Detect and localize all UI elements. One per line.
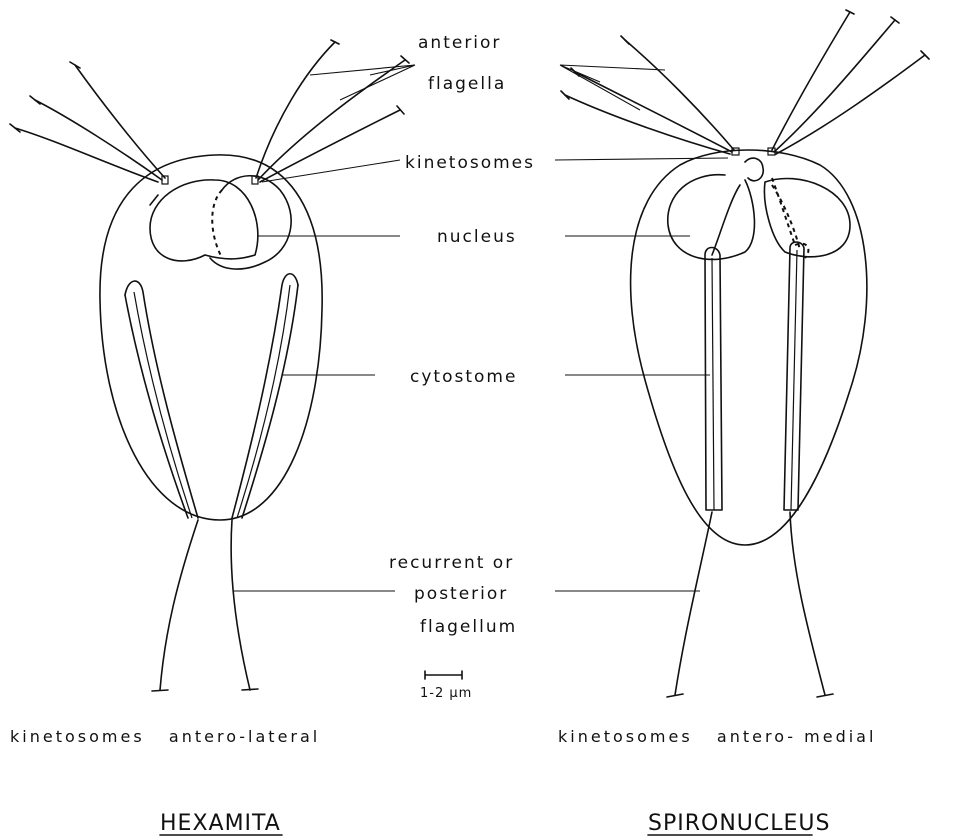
spironucleus-body [631, 150, 867, 545]
hexamita-nucleus [150, 176, 291, 269]
spironucleus-nucleus [668, 158, 850, 259]
label-anterior: anterior [418, 33, 501, 53]
spironucleus-anterior-flagella [561, 10, 929, 154]
label-cytostome: cytostome [410, 367, 517, 387]
label-recurrent: recurrent or [389, 553, 514, 573]
hexamita-title: HEXAMITA [160, 811, 281, 836]
label-recurrent-flagellum-group: recurrent or posterior flagellum [234, 553, 700, 637]
spironucleus-recurrent-flagella [667, 512, 833, 697]
spironucleus-caption: kinetosomes antero- medial [558, 727, 876, 746]
label-anterior-flagella: anterior flagella [310, 33, 665, 110]
label-posterior: posterior [414, 584, 508, 604]
label-nucleus-group: nucleus [258, 227, 690, 247]
spironucleus-organism [561, 10, 929, 697]
scale-bar: 1-2 μm [420, 671, 472, 701]
hexamita-recurrent-flagella [152, 520, 258, 691]
label-flagella: flagella [428, 74, 506, 94]
label-kinetosomes-group: kinetosomes [262, 153, 728, 182]
label-nucleus: nucleus [437, 227, 517, 247]
hexamita-anterior-flagella [10, 40, 409, 182]
spironucleus-title: SPIRONUCLEUS [648, 811, 830, 836]
label-kinetosomes: kinetosomes [405, 153, 535, 173]
scale-bar-label: 1-2 μm [420, 686, 472, 701]
label-flagellum: flagellum [420, 617, 517, 637]
hexamita-organism [10, 40, 409, 691]
hexamita-caption: kinetosomes antero-lateral [10, 727, 320, 746]
spironucleus-kinetosomes [732, 148, 775, 155]
